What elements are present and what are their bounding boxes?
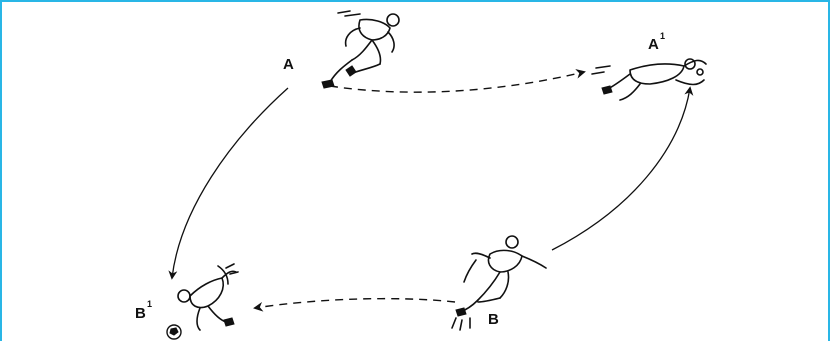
- label-b-prime: B: [135, 305, 146, 322]
- pass-a-to-a-prime: [329, 69, 586, 93]
- label-a-prime-mark: 1: [660, 31, 665, 41]
- label-a-prime: A: [648, 36, 659, 53]
- label-b-prime-mark: 1: [147, 299, 152, 309]
- label-a: A: [283, 56, 294, 73]
- player-b-prime-figure: [177, 263, 239, 331]
- label-b: B: [488, 311, 499, 328]
- path-a-to-b-prime: [168, 87, 289, 280]
- player-a-prime-figure: [591, 58, 707, 101]
- ball-icon: [166, 324, 182, 340]
- player-a-figure: [321, 10, 400, 89]
- player-b-figure: [451, 235, 547, 331]
- path-b-to-a-prime: [551, 86, 694, 251]
- pass-b-to-b-prime: [253, 297, 456, 312]
